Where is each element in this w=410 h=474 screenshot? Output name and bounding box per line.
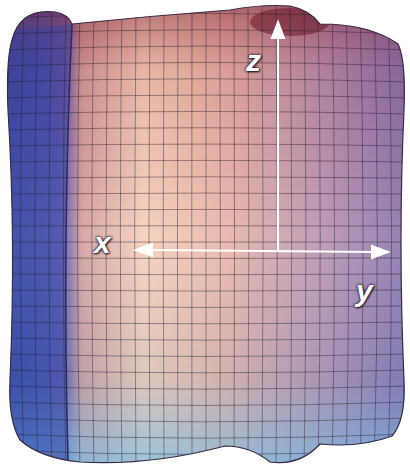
mesh-line [0, 62, 410, 66]
mesh-line [0, 418, 410, 422]
mesh-line [0, 434, 410, 438]
x-arrowhead [136, 244, 152, 256]
mesh-line [0, 209, 410, 211]
mesh-line [318, 0, 320, 474]
mesh-line [0, 338, 410, 340]
mesh-line [0, 46, 410, 50]
y-arrowhead [372, 246, 388, 258]
mesh-line [0, 144, 410, 146]
mesh-line [0, 290, 410, 291]
mesh-line [262, 0, 263, 474]
mesh-line [0, 242, 410, 243]
mesh-line [0, 258, 410, 259]
mesh-line [0, 386, 410, 389]
mesh-line [304, 0, 306, 474]
mesh-line [120, 0, 122, 474]
mesh-line [177, 0, 179, 474]
mesh-line [0, 466, 410, 471]
y-axis [150, 250, 376, 252]
mesh-line [0, 160, 410, 162]
mesh-line [234, 0, 236, 474]
axis-label-x: x [94, 228, 111, 258]
mesh-line [360, 0, 363, 474]
mesh-line [206, 0, 207, 474]
mesh-line [0, 402, 410, 405]
mesh-line [92, 0, 94, 474]
mesh-line [149, 0, 150, 474]
mesh-line [0, 177, 410, 178]
mesh-line [0, 79, 410, 82]
mesh-line [0, 225, 410, 226]
mesh-line [0, 306, 410, 307]
mesh-line [0, 95, 410, 98]
mesh-line [191, 0, 192, 474]
z-arrowhead [272, 22, 284, 38]
mesh-line [276, 0, 277, 474]
mesh-line [0, 370, 410, 373]
mesh-line [220, 0, 221, 474]
mesh-line [0, 322, 410, 324]
mesh-line [78, 0, 80, 474]
mesh-line [49, 0, 52, 474]
mesh-line [0, 193, 410, 195]
mesh-line [0, 354, 410, 356]
axis-label-z: z [246, 46, 261, 76]
mesh-line [332, 0, 334, 474]
z-axis [277, 34, 279, 250]
mesh-line [290, 0, 292, 474]
axis-label-y: y [356, 276, 373, 306]
mesh-line [0, 111, 410, 114]
mesh-line [0, 274, 410, 276]
mesh-line [0, 128, 410, 130]
mesh-line [135, 0, 136, 474]
mesh-line [346, 0, 349, 474]
mesh-line [0, 30, 410, 34]
mesh-line [163, 0, 165, 474]
